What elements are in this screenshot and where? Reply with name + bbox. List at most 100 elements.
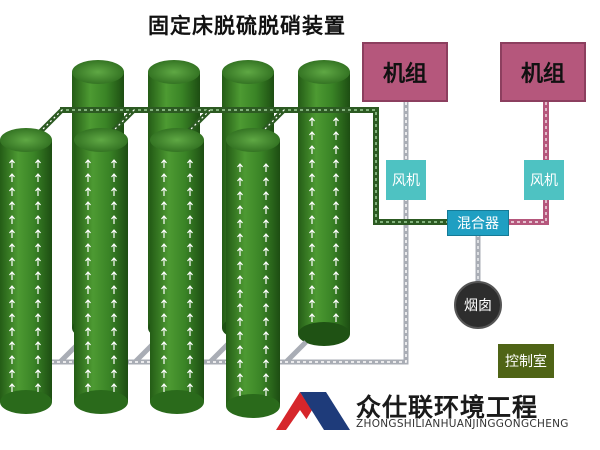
flow-arrow xyxy=(309,187,315,196)
flow-arrow xyxy=(111,201,117,210)
flow-arrow xyxy=(333,173,339,182)
fan-box: 风机 xyxy=(386,160,426,200)
flow-arrow xyxy=(263,317,269,326)
flow-arrow xyxy=(35,173,41,182)
flow-arrow xyxy=(85,173,91,182)
flow-arrow xyxy=(161,285,167,294)
flow-arrow xyxy=(9,341,15,350)
flow-arrow xyxy=(111,229,117,238)
flow-arrow xyxy=(35,355,41,364)
flow-arrow xyxy=(187,229,193,238)
flow-arrow xyxy=(35,383,41,392)
flow-arrow xyxy=(333,187,339,196)
flow-arrow xyxy=(111,215,117,224)
flow-arrow xyxy=(161,201,167,210)
flow-arrow xyxy=(309,131,315,140)
flow-arrow xyxy=(85,243,91,252)
flow-arrow xyxy=(85,201,91,210)
flow-arrow xyxy=(263,233,269,242)
flow-arrow xyxy=(85,271,91,280)
flow-arrow xyxy=(35,257,41,266)
flow-arrow xyxy=(309,201,315,210)
flow-arrow xyxy=(263,387,269,396)
flow-arrow xyxy=(161,229,167,238)
flow-arrow xyxy=(263,247,269,256)
diagram-title: 固定床脱硫脱硝装置 xyxy=(148,13,346,38)
flow-arrow xyxy=(161,173,167,182)
flow-arrow xyxy=(9,313,15,322)
flow-arrows xyxy=(9,117,339,396)
flow-arrow xyxy=(333,243,339,252)
flow-arrow xyxy=(309,285,315,294)
flow-arrow xyxy=(187,243,193,252)
flow-arrow xyxy=(161,159,167,168)
flow-arrow xyxy=(111,187,117,196)
flow-arrow xyxy=(187,215,193,224)
flow-arrow xyxy=(161,355,167,364)
flow-arrow xyxy=(263,163,269,172)
flow-arrow xyxy=(263,275,269,284)
flow-arrow xyxy=(237,359,243,368)
flow-arrow xyxy=(187,271,193,280)
flow-arrow xyxy=(35,187,41,196)
flow-arrow xyxy=(111,369,117,378)
flow-arrow xyxy=(237,303,243,312)
flow-arrow xyxy=(35,229,41,238)
flow-arrow xyxy=(111,257,117,266)
flow-arrow xyxy=(85,257,91,266)
flow-arrow xyxy=(161,299,167,308)
flow-arrow xyxy=(333,271,339,280)
flow-arrow xyxy=(237,233,243,242)
flow-arrow xyxy=(161,187,167,196)
flow-arrow xyxy=(111,173,117,182)
flow-arrow xyxy=(187,187,193,196)
flow-arrow xyxy=(187,313,193,322)
flow-arrow xyxy=(309,313,315,322)
flow-arrow xyxy=(263,261,269,270)
flow-arrow xyxy=(35,369,41,378)
flow-arrow xyxy=(111,271,117,280)
flow-arrow xyxy=(263,303,269,312)
flow-arrow xyxy=(161,271,167,280)
flow-arrow xyxy=(237,387,243,396)
flow-arrow xyxy=(237,261,243,270)
flow-arrow xyxy=(237,219,243,228)
flow-arrow xyxy=(111,341,117,350)
flow-arrow xyxy=(309,173,315,182)
flow-arrow xyxy=(9,187,15,196)
flow-arrow xyxy=(85,327,91,336)
flow-arrow xyxy=(9,355,15,364)
generator-unit-box: 机组 xyxy=(500,42,586,102)
company-name: 众仕联环境工程 xyxy=(356,393,539,422)
flow-arrow xyxy=(187,257,193,266)
flow-arrow xyxy=(85,341,91,350)
fan-box: 风机 xyxy=(524,160,564,200)
flow-arrow xyxy=(187,285,193,294)
flow-arrow xyxy=(309,145,315,154)
flow-arrow xyxy=(85,285,91,294)
flow-arrow xyxy=(333,201,339,210)
control-room-box: 控制室 xyxy=(498,344,554,378)
flow-arrow xyxy=(35,159,41,168)
flow-arrow xyxy=(161,313,167,322)
flow-arrow xyxy=(9,201,15,210)
reactor-column xyxy=(74,128,128,414)
flow-arrow xyxy=(263,345,269,354)
flow-arrow xyxy=(187,201,193,210)
flow-arrow xyxy=(161,215,167,224)
flow-arrow xyxy=(9,369,15,378)
flow-arrow xyxy=(237,331,243,340)
company-logo-mark xyxy=(276,392,350,430)
unit-pipe-right xyxy=(508,102,549,225)
flow-arrow xyxy=(333,313,339,322)
flow-arrow xyxy=(263,331,269,340)
flow-arrow xyxy=(187,299,193,308)
flow-arrow xyxy=(111,299,117,308)
flow-arrow xyxy=(309,299,315,308)
flow-arrow xyxy=(333,131,339,140)
flow-arrow xyxy=(9,229,15,238)
flow-arrow xyxy=(9,243,15,252)
flow-arrow xyxy=(111,159,117,168)
flow-arrow xyxy=(309,257,315,266)
